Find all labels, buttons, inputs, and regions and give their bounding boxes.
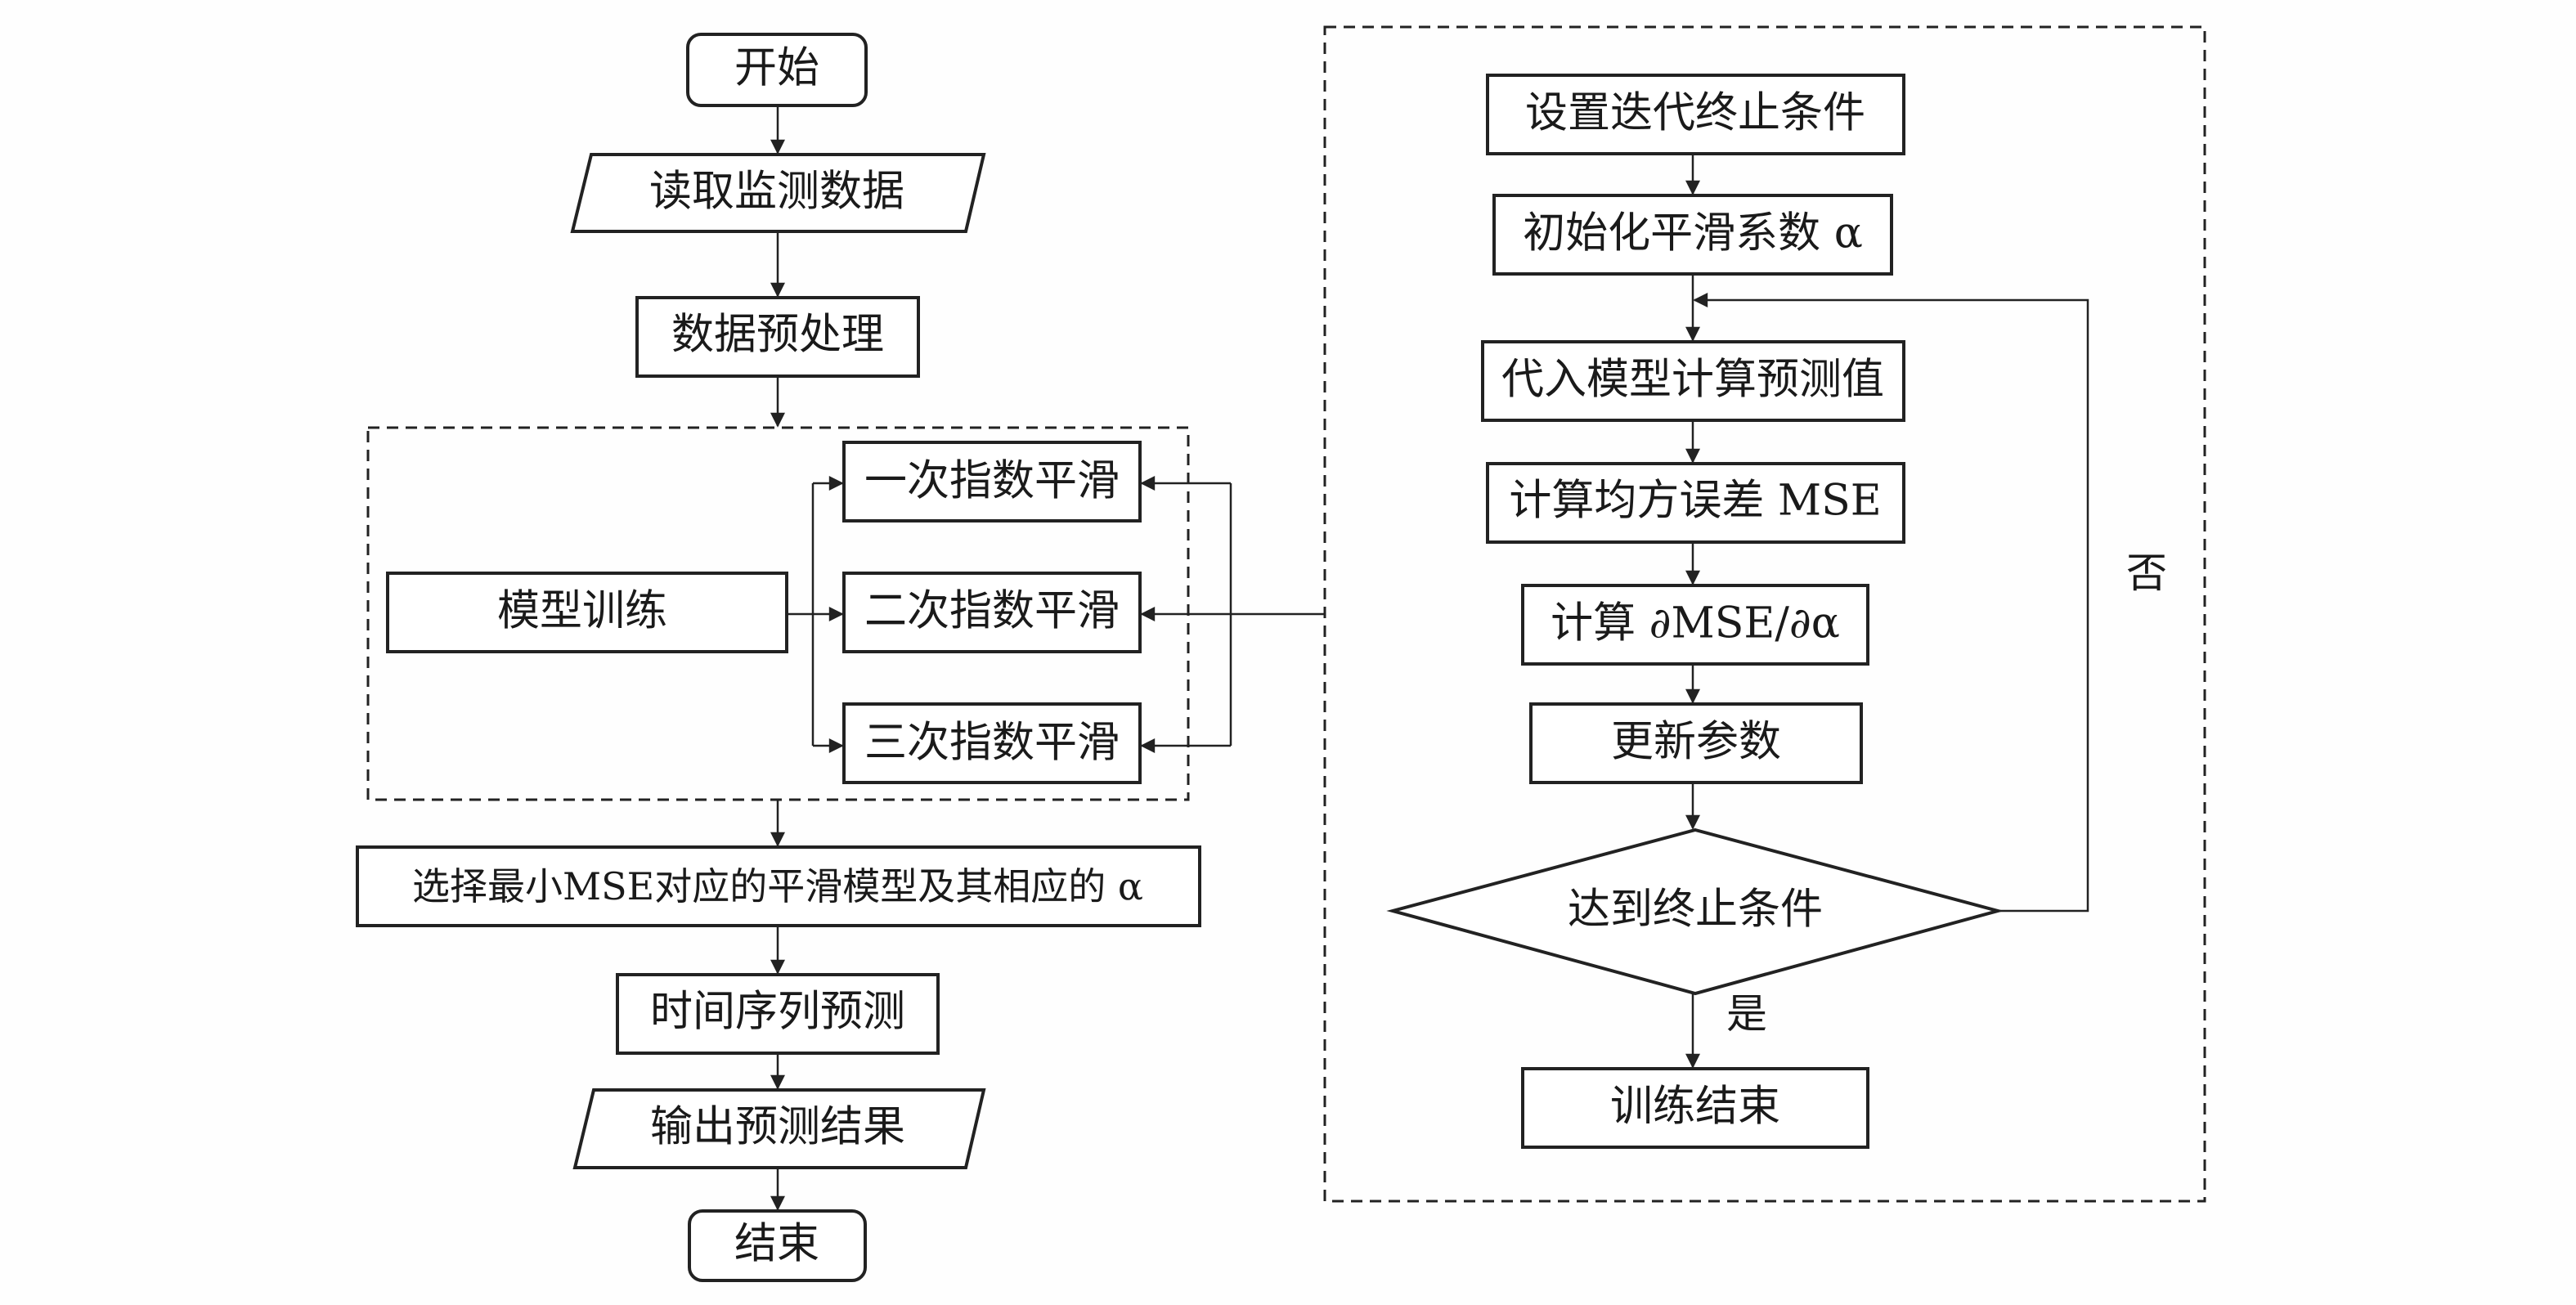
update-params-label: 更新参数 xyxy=(1611,718,1781,767)
init-alpha-label: 初始化平滑系数 α xyxy=(1523,209,1863,258)
compute-mse-label: 计算均方误差 MSE xyxy=(1509,477,1881,526)
single-smoothing-node: 一次指数平滑 xyxy=(842,441,1142,522)
no-label: 否 xyxy=(2126,549,2167,597)
init-alpha-node: 初始化平滑系数 α xyxy=(1492,194,1893,276)
end-label: 结束 xyxy=(734,1220,819,1269)
compute-prediction-node: 代入模型计算预测值 xyxy=(1481,340,1905,422)
compute-gradient-label: 计算 ∂MSE/∂α xyxy=(1551,599,1840,648)
triple-smoothing-node: 三次指数平滑 xyxy=(842,702,1142,784)
train-end-label: 训练结束 xyxy=(1610,1083,1780,1132)
select-model-label: 选择最小MSE对应的平滑模型及其相应的 α xyxy=(412,864,1143,908)
output-node: 输出预测结果 xyxy=(572,1088,986,1169)
loop-back-connector xyxy=(1693,293,2089,913)
compute-prediction-label: 代入模型计算预测值 xyxy=(1501,356,1884,405)
ts-predict-node: 时间序列预测 xyxy=(616,973,940,1055)
read-data-node: 读取监测数据 xyxy=(570,153,986,233)
start-node: 开始 xyxy=(686,33,868,107)
compute-gradient-node: 计算 ∂MSE/∂α xyxy=(1521,584,1869,666)
preprocess-label: 数据预处理 xyxy=(671,311,884,360)
model-training-label: 模型训练 xyxy=(497,587,667,636)
double-smoothing-label: 二次指数平滑 xyxy=(864,587,1120,636)
output-label: 输出预测结果 xyxy=(650,1103,905,1152)
read-data-label: 读取监测数据 xyxy=(649,168,904,217)
ts-predict-label: 时间序列预测 xyxy=(650,988,905,1037)
set-stop-label: 设置迭代终止条件 xyxy=(1525,89,1865,138)
compute-mse-node: 计算均方误差 MSE xyxy=(1486,462,1905,544)
train-end-node: 训练结束 xyxy=(1521,1067,1869,1149)
yes-label: 是 xyxy=(1726,990,1767,1038)
stop-condition-label: 达到终止条件 xyxy=(1568,886,1823,935)
preprocess-node: 数据预处理 xyxy=(635,296,920,378)
double-smoothing-node: 二次指数平滑 xyxy=(842,572,1142,653)
start-label: 开始 xyxy=(734,44,819,93)
model-training-node: 模型训练 xyxy=(386,572,788,653)
update-params-node: 更新参数 xyxy=(1529,702,1863,784)
select-model-node: 选择最小MSE对应的平滑模型及其相应的 α xyxy=(356,845,1201,927)
end-node: 结束 xyxy=(688,1209,867,1282)
stop-condition-decision: 达到终止条件 xyxy=(1386,827,2004,996)
single-smoothing-label: 一次指数平滑 xyxy=(864,457,1120,506)
set-stop-node: 设置迭代终止条件 xyxy=(1486,74,1905,155)
triple-smoothing-label: 三次指数平滑 xyxy=(864,719,1120,768)
